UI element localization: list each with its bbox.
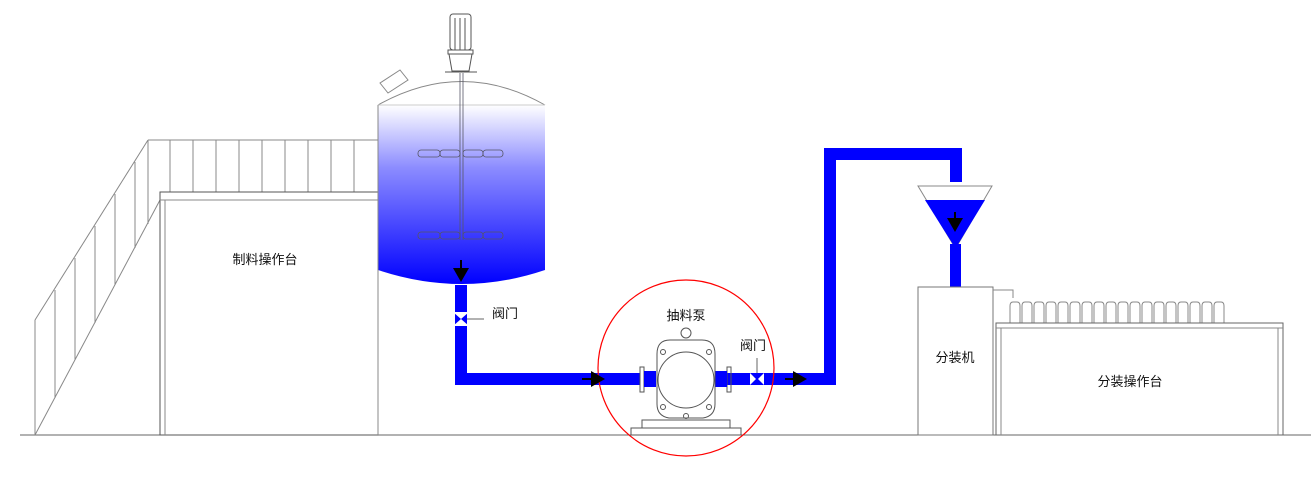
bottle-icon xyxy=(1201,301,1213,323)
prep-platform: 制料操作台 xyxy=(159,191,379,436)
staircase xyxy=(34,139,378,436)
valve-1-label: 阀门 xyxy=(492,307,518,322)
highlight-circle xyxy=(597,279,775,457)
bottle-icon xyxy=(1021,301,1033,323)
bottle-icon xyxy=(1081,301,1093,323)
bottle-icon xyxy=(1189,301,1201,323)
valve-2-label: 阀门 xyxy=(740,339,766,354)
valve-2[interactable]: 阀门 xyxy=(740,339,766,385)
bottle-icon xyxy=(1141,301,1153,323)
hatch-icon xyxy=(379,69,409,94)
filler-label: 分装机 xyxy=(935,351,974,366)
bottle-icon xyxy=(1177,301,1189,323)
bottle-icon xyxy=(1105,301,1117,323)
prep-platform-label: 制料操作台 xyxy=(232,252,297,268)
filling-machine: 分装机 xyxy=(917,286,1014,436)
filling-platform-label: 分装操作台 xyxy=(1097,374,1162,390)
bottle-icon xyxy=(1213,301,1225,323)
valve-1[interactable]: 阀门 xyxy=(453,307,518,326)
bottle-icon xyxy=(1033,301,1045,323)
agitator-shaft xyxy=(417,73,504,240)
bottle-icon xyxy=(1153,301,1165,323)
bottle-icon xyxy=(1057,301,1069,323)
bottle-icon xyxy=(1009,301,1021,323)
transfer-pump[interactable]: 抽料泵 xyxy=(630,309,742,436)
agitator-motor xyxy=(445,13,477,73)
bottles xyxy=(1009,301,1225,323)
bottle-icon xyxy=(1093,301,1105,323)
bottle-icon xyxy=(1069,301,1081,323)
bottle-icon xyxy=(1165,301,1177,323)
mixing-tank xyxy=(377,13,546,435)
filling-platform: 分装操作台 xyxy=(995,322,1284,436)
bottle-icon xyxy=(1045,301,1057,323)
pump-label: 抽料泵 xyxy=(666,309,705,324)
bottle-icon xyxy=(1117,301,1129,323)
bottle-icon xyxy=(1129,301,1141,323)
hopper xyxy=(917,185,993,288)
